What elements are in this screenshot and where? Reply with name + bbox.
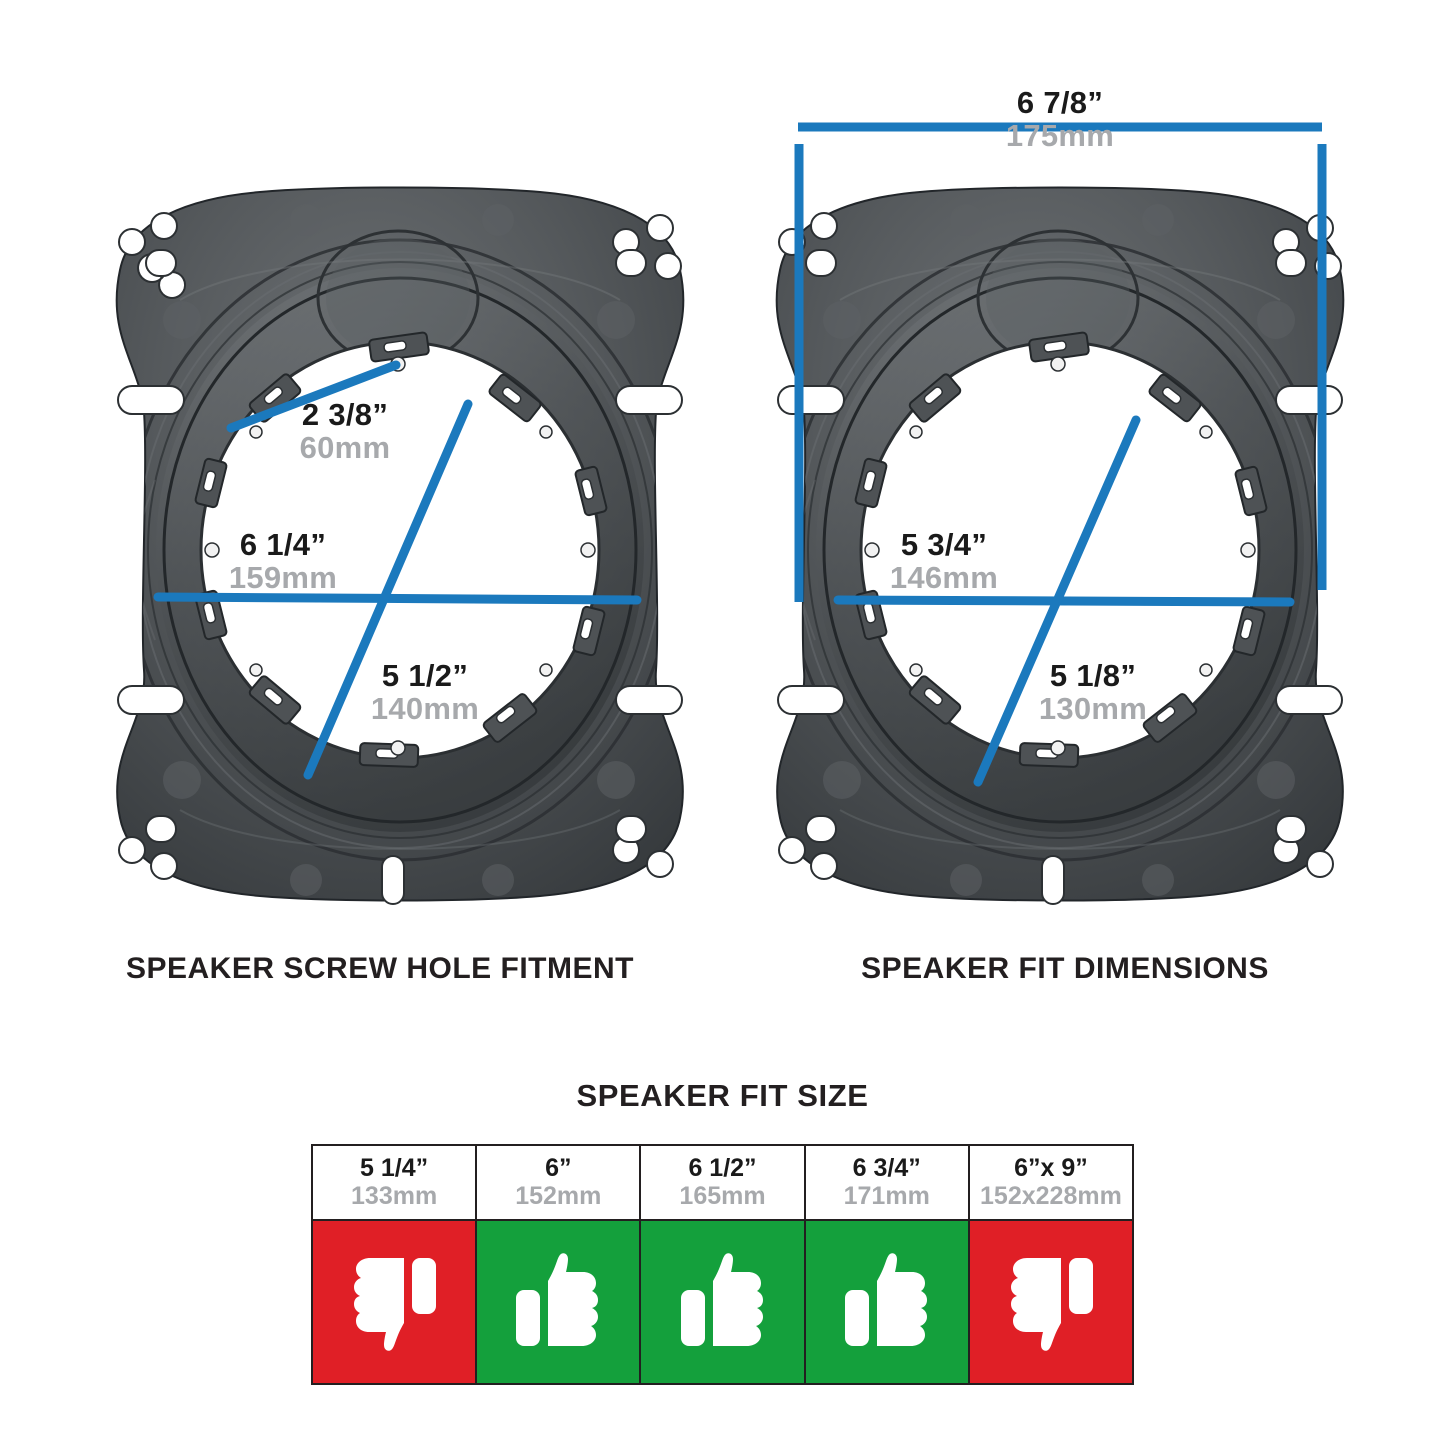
fit-size-inches: 6 3/4” — [852, 1154, 921, 1182]
thumbs-down-icon — [1010, 1258, 1093, 1351]
dimension-value-mm: 60mm — [299, 430, 391, 466]
fit-size-header-1: 6” 152mm — [477, 1146, 640, 1221]
fit-size-mm: 171mm — [843, 1181, 930, 1210]
fit-size-inches: 6” — [545, 1154, 572, 1182]
thumbs-down-icon — [354, 1258, 437, 1351]
dimension-value-inches: 5 1/8” — [1049, 658, 1137, 693]
speaker-bracket-right-photo — [720, 150, 1400, 940]
dimension-value-mm: 175mm — [1005, 118, 1115, 154]
fit-size-column-3: 6 3/4” 171mm — [805, 1146, 970, 1383]
fit-size-mm: 133mm — [351, 1181, 438, 1210]
speaker-bracket-left-photo — [60, 150, 740, 940]
fit-size-title: SPEAKER FIT SIZE — [576, 1078, 869, 1113]
caption-speaker-screw-hole-fitment: SPEAKER SCREW HOLE FITMENT — [125, 952, 634, 985]
fit-size-inches: 5 1/4” — [360, 1154, 429, 1182]
dimension-label-screw-span-horizontal: 6 1/4” 159mm — [183, 528, 383, 595]
fit-size-table: 5 1/4” 133mm 6” 152mm — [311, 1144, 1134, 1385]
thumbs-up-icon — [680, 1253, 763, 1346]
dimension-value-inches: 6 1/4” — [239, 527, 327, 562]
fit-size-result-4 — [969, 1221, 1133, 1383]
thumbs-up-icon — [516, 1253, 599, 1346]
bracket-illustration-right — [775, 186, 1345, 905]
fit-size-header-3: 6 3/4” 171mm — [805, 1146, 968, 1221]
fit-size-column-2: 6 1/2” 165mm — [641, 1146, 806, 1383]
dimension-value-inches: 2 3/8” — [301, 397, 389, 432]
dimension-value-mm: 146mm — [889, 560, 999, 596]
fit-size-column-4: 6”x 9” 152x228mm — [969, 1146, 1133, 1383]
dimension-value-mm: 140mm — [370, 691, 480, 727]
dimension-value-mm: 130mm — [1038, 691, 1148, 727]
dimension-label-screw-offset: 2 3/8” 60mm — [245, 398, 445, 465]
fit-size-result-1 — [477, 1221, 640, 1383]
fit-size-header-2: 6 1/2” 165mm — [641, 1146, 804, 1221]
dimension-label-opening-diagonal: 5 1/8” 130mm — [993, 659, 1193, 726]
fit-size-result-2 — [641, 1221, 804, 1383]
thumbs-up-icon — [844, 1253, 927, 1346]
dimension-value-inches: 5 1/2” — [381, 658, 469, 693]
fit-size-mm: 152mm — [515, 1181, 602, 1210]
fit-size-result-0 — [313, 1221, 476, 1383]
fit-size-header-0: 5 1/4” 133mm — [313, 1146, 476, 1221]
fit-size-column-1: 6” 152mm — [477, 1146, 642, 1383]
dimension-value-inches: 6 7/8” — [1016, 85, 1104, 120]
fit-size-mm: 165mm — [679, 1181, 766, 1210]
fit-size-inches: 6”x 9” — [1014, 1154, 1088, 1182]
dimension-label-outer-width: 6 7/8” 175mm — [960, 86, 1160, 153]
dimension-label-screw-span-diagonal: 5 1/2” 140mm — [325, 659, 525, 726]
fit-size-header-4: 6”x 9” 152x228mm — [969, 1146, 1133, 1221]
fit-size-result-3 — [805, 1221, 968, 1383]
caption-speaker-fit-dimensions: SPEAKER FIT DIMENSIONS — [861, 952, 1269, 985]
fit-size-column-0: 5 1/4” 133mm — [313, 1146, 478, 1383]
bracket-illustration-left — [115, 186, 685, 905]
dimension-value-mm: 159mm — [228, 560, 338, 596]
dimension-label-opening-horizontal: 5 3/4” 146mm — [844, 528, 1044, 595]
fit-size-inches: 6 1/2” — [688, 1154, 757, 1182]
dimension-value-inches: 5 3/4” — [900, 527, 988, 562]
fit-size-mm: 152x228mm — [980, 1181, 1122, 1210]
